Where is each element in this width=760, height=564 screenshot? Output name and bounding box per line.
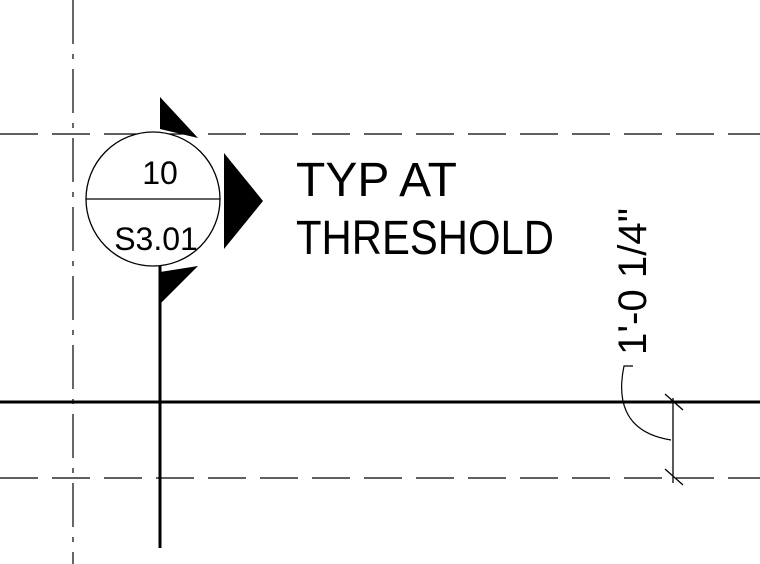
dimension: 1'-0 1/4" xyxy=(611,208,684,486)
dimension-tick-top xyxy=(664,393,684,411)
section-marker-right-arrow xyxy=(224,153,263,249)
detail-number: 10 xyxy=(142,155,178,191)
dimension-value: 1'-0 1/4" xyxy=(611,208,655,355)
section-marker: 10 S3.01 xyxy=(85,97,263,304)
section-marker-bottom-flag xyxy=(160,266,198,304)
dimension-leader xyxy=(621,365,672,441)
sheet-number: S3.01 xyxy=(114,221,198,257)
note-line-1: TYP AT xyxy=(296,154,457,207)
note: TYP AT THRESHOLD xyxy=(296,154,554,265)
note-line-2: THRESHOLD xyxy=(296,212,554,265)
dimension-tick-bottom xyxy=(664,468,684,486)
section-marker-top-flag xyxy=(160,97,198,138)
